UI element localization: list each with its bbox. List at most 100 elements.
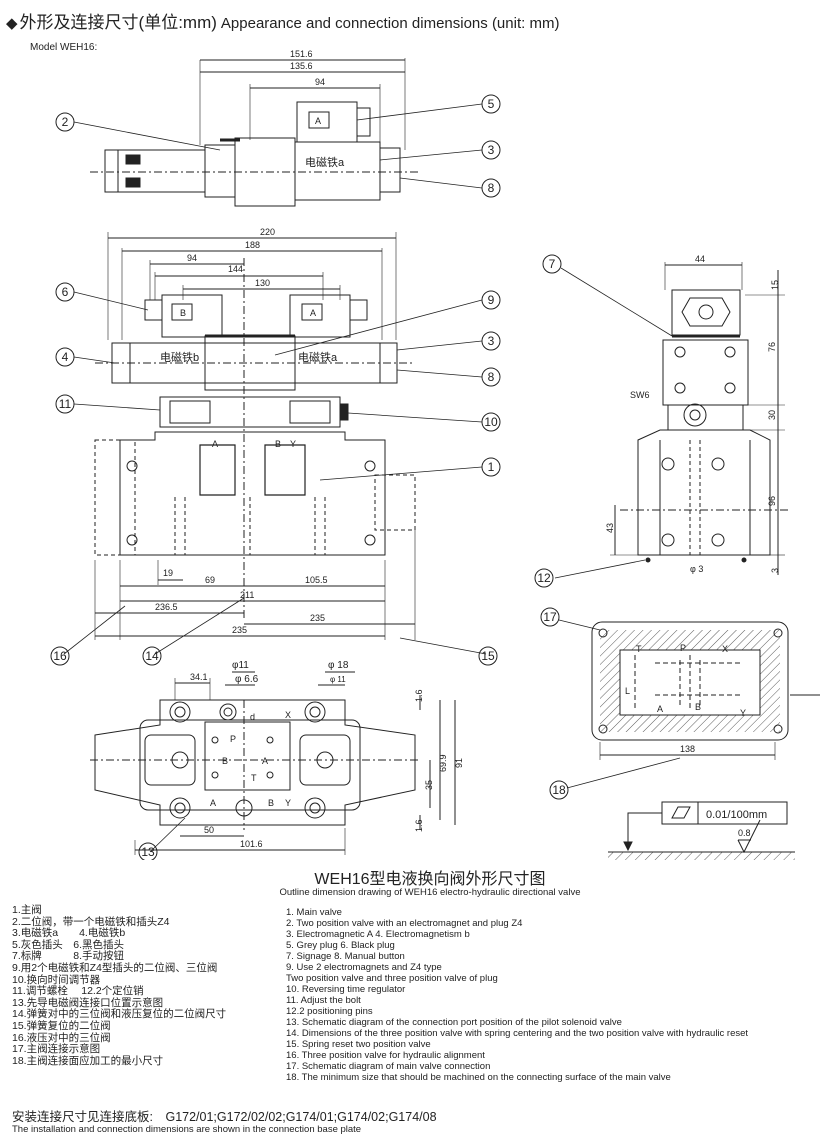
dim-15: 15 — [770, 280, 780, 290]
callout-17: 17 — [540, 607, 560, 627]
dim-76: 76 — [767, 342, 777, 352]
callout-8-top: 8 — [481, 178, 501, 198]
dim-135-6: 135.6 — [290, 61, 313, 71]
callout-18: 18 — [549, 780, 569, 800]
port-p-main: P — [680, 643, 686, 653]
svg-text:3: 3 — [488, 143, 495, 157]
port-a-front: A — [212, 439, 218, 449]
legend-cn-item: 3.电磁铁a 4.电磁铁b — [12, 927, 126, 940]
callout-3: 3 — [481, 331, 501, 351]
svg-text:7: 7 — [549, 257, 556, 271]
dim-144: 144 — [228, 264, 243, 274]
dim-phi-11-b: φ 11 — [330, 675, 346, 684]
legend-cn-item: 2.二位阀，带一个电磁铁和插头Z4 — [12, 915, 170, 928]
dim-188: 188 — [245, 240, 260, 250]
view-front — [94, 232, 416, 640]
port-y-bottom: Y — [285, 798, 291, 808]
legend-en-item: 16. Three position valve for hydraulic a… — [286, 1050, 485, 1061]
legend-cn-item: 13.先导电磁阀连接口位置示意图 — [12, 996, 164, 1009]
drawing-title-cn: WEH16型电液换向阀外形尺寸图 — [314, 871, 546, 888]
callout-circles: 2 5 3 8 6 4 9 3 8 11 10 1 7 12 16 14 15 … — [50, 94, 569, 860]
port-x-bottom: X — [285, 710, 291, 720]
legend-en-item: 17. Schematic diagram of main valve conn… — [286, 1061, 491, 1072]
dim-30: 30 — [767, 410, 777, 420]
footer-note-cn: 安装连接尺寸见连接底板: G172/01;G172/02/02;G174/01;… — [12, 1110, 437, 1124]
legend-en-item: 14. Dimensions of the three position val… — [286, 1028, 749, 1039]
callout-15: 15 — [478, 646, 498, 666]
svg-text:9: 9 — [488, 293, 495, 307]
legend-cn-item: 14.弹簧对中的三位阀和液压复位的二位阀尺寸 — [12, 1008, 227, 1021]
view-side — [610, 262, 790, 575]
port-y-front: Y — [290, 439, 296, 449]
header-title-en: Appearance and connection dimensions (un… — [220, 15, 560, 32]
svg-text:8: 8 — [488, 181, 495, 195]
svg-text:12: 12 — [537, 571, 551, 585]
legend-en-item: Two position valve and three position va… — [286, 973, 498, 984]
legend-en-item: 1. Main valve — [286, 907, 342, 918]
dim-1-6-b: 1.6 — [414, 819, 424, 832]
legend-cn-item: 7.标牌 8.手动按钮 — [12, 950, 125, 963]
plug-b-label: B — [180, 308, 186, 318]
svg-text:4: 4 — [62, 350, 69, 364]
svg-text:13: 13 — [141, 845, 155, 859]
footer-note-en: The installation and connection dimensio… — [12, 1124, 362, 1135]
view-main-connection — [591, 621, 820, 760]
legend-cn-item: 15.弹簧复位的二位阀 — [12, 1019, 111, 1032]
port-d-bottom: d — [250, 712, 255, 722]
callout-13: 13 — [138, 842, 158, 860]
legend-cn-item: 5.灰色插头 6.黑色插头 — [12, 938, 125, 951]
callout-leaders — [63, 103, 681, 853]
svg-text:17: 17 — [543, 610, 557, 624]
port-b-bottom: B — [268, 798, 274, 808]
model-label: Model WEH16: — [30, 42, 98, 53]
dim-phi-3: φ 3 — [690, 564, 703, 574]
plug-a-label: A — [310, 308, 316, 318]
dim-94-a: 94 — [315, 77, 325, 87]
page-header: ◆外形及连接尺寸(单位:mm)Appearance and connection… — [6, 8, 559, 33]
dim-19: 19 — [163, 568, 173, 578]
dim-105-5: 105.5 — [305, 575, 328, 585]
legend-cn: 1.主阀 2.二位阀，带一个电磁铁和插头Z4 3.电磁铁a 4.电磁铁b 5.灰… — [12, 904, 227, 1067]
callout-1: 1 — [481, 457, 501, 477]
dim-phi-6-6: φ 6.6 — [235, 674, 259, 685]
dim-91: 91 — [454, 758, 464, 768]
view-single-solenoid — [90, 58, 420, 207]
dim-35: 35 — [424, 780, 434, 790]
legend-en-item: 7. Signage 8. Manual button — [286, 951, 405, 962]
legend-cn-item: 10.换向时间调节器 — [12, 973, 101, 986]
svg-text:6: 6 — [62, 285, 69, 299]
legend-cn-item: 11.调节螺栓 12.2个定位销 — [12, 985, 144, 998]
callout-16: 16 — [50, 646, 70, 666]
dim-69: 69 — [205, 575, 215, 585]
dim-138: 138 — [680, 744, 695, 754]
view-bottom — [90, 671, 456, 855]
tolerance-frame — [608, 801, 795, 860]
callout-5: 5 — [481, 94, 501, 114]
legend-en: 1. Main valve 2. Two position valve with… — [286, 907, 748, 1083]
dim-236-5: 236.5 — [155, 602, 178, 612]
drawing-title-en: Outline dimension drawing of WEH16 elect… — [279, 887, 581, 898]
legend-en-item: 3. Electromagnetic A 4. Electromagnetism… — [286, 929, 470, 940]
legend-en-item: 2. Two position valve with an electromag… — [286, 918, 523, 929]
dim-96: 96 — [767, 496, 777, 506]
legend-en-item: 10. Reversing time regulator — [286, 984, 406, 995]
callout-12: 12 — [534, 568, 554, 588]
callout-6: 6 — [55, 282, 75, 302]
plug-a-label-top: A — [315, 116, 321, 126]
dim-211: 211 — [240, 590, 254, 600]
port-a-bottom-pilot: A — [262, 756, 268, 766]
port-b-front: B — [275, 439, 281, 449]
legend-en-item: 9. Use 2 electromagnets and Z4 type — [286, 962, 442, 973]
sw6-label: SW6 — [630, 390, 650, 400]
callout-7: 7 — [542, 254, 562, 274]
callout-8: 8 — [481, 367, 501, 387]
dim-101-6: 101.6 — [240, 839, 263, 849]
magnet-a-label: 电磁铁a — [298, 351, 338, 364]
svg-text:18: 18 — [552, 783, 566, 797]
diamond-icon: ◆ — [6, 15, 18, 32]
dim-94-b: 94 — [187, 253, 197, 263]
svg-text:3: 3 — [488, 334, 495, 348]
tolerance-value: 0.01/100mm — [706, 809, 767, 821]
dim-220: 220 — [260, 227, 275, 237]
port-y-main: Y — [740, 708, 746, 718]
